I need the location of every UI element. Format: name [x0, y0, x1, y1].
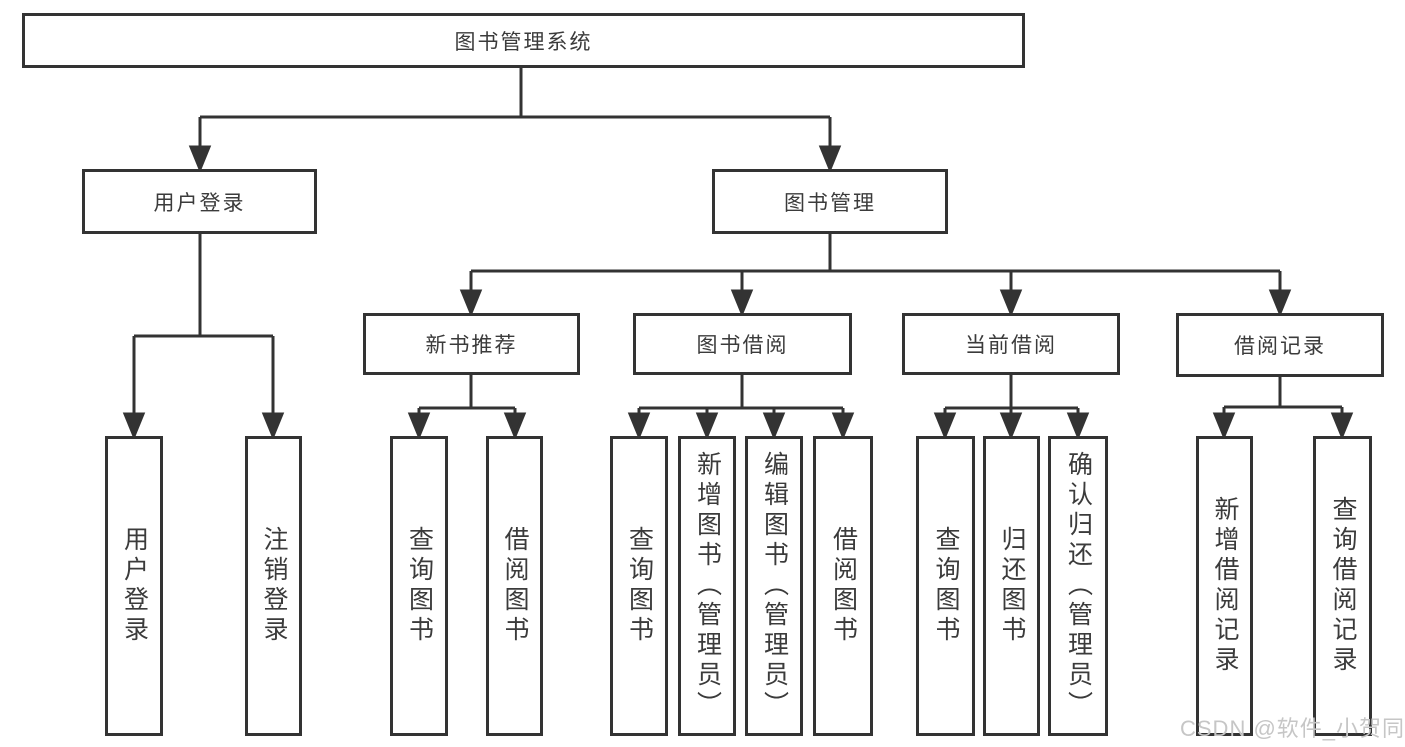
- node-label: 确认归还（管理员）: [1064, 451, 1093, 721]
- node-current-borrowing: 当前借阅: [902, 313, 1120, 375]
- node-label: 编辑图书（管理员）: [760, 451, 789, 721]
- csdn-watermark: CSDN @软件_小贺同学: [1180, 716, 1405, 741]
- leaf-query-books-1: 查询图书: [390, 436, 448, 736]
- connector-current-borrow-children: [933, 375, 1090, 440]
- node-label: 图书管理系统: [454, 30, 593, 54]
- leaf-logout: 注销登录: [245, 436, 302, 736]
- arrowhead-down-icon: [999, 412, 1023, 440]
- node-label: 图书借阅: [696, 334, 789, 357]
- arrowhead-down-icon: [1066, 412, 1090, 440]
- node-label: 查询借阅记录: [1329, 496, 1357, 676]
- leaf-confirm-return-admin: 确认归还（管理员）: [1048, 436, 1108, 736]
- node-label: 新书推荐: [425, 334, 518, 357]
- leaf-borrow-books-1: 借阅图书: [486, 436, 543, 736]
- node-label: 查询图书: [625, 526, 654, 646]
- arrowhead-down-icon: [1268, 289, 1292, 317]
- node-label: 注销登录: [260, 526, 288, 646]
- arrowhead-down-icon: [818, 145, 842, 173]
- arrowhead-down-icon: [1212, 412, 1236, 440]
- leaf-edit-book-admin: 编辑图书（管理员）: [745, 436, 803, 736]
- leaf-query-borrow-record: 查询借阅记录: [1313, 436, 1372, 736]
- leaf-add-book-admin: 新增图书（管理员）: [678, 436, 736, 736]
- leaf-return-books: 归还图书: [983, 436, 1040, 736]
- connector-user-login-children: [122, 234, 285, 440]
- node-label: 查询图书: [932, 526, 960, 646]
- connector-book-borrow-children: [627, 375, 855, 440]
- connector-root-to-level2: [188, 68, 842, 173]
- arrowhead-down-icon: [261, 412, 285, 440]
- arrowhead-down-icon: [730, 289, 754, 317]
- arrowhead-down-icon: [1330, 412, 1354, 440]
- node-book-borrowing: 图书借阅: [633, 313, 852, 375]
- node-label: 用户登录: [153, 191, 246, 215]
- node-library-system: 图书管理系统: [22, 13, 1025, 68]
- node-user-login: 用户登录: [82, 169, 317, 234]
- node-label: 新增借阅记录: [1211, 496, 1239, 676]
- leaf-query-books-2: 查询图书: [610, 436, 668, 736]
- connector-borrow-records-children: [1212, 377, 1354, 440]
- arrowhead-down-icon: [503, 412, 527, 440]
- arrowhead-down-icon: [188, 145, 212, 173]
- arrowhead-down-icon: [122, 412, 146, 440]
- node-label: 归还图书: [998, 526, 1026, 646]
- node-label: 查询图书: [405, 526, 434, 646]
- node-book-management: 图书管理: [712, 169, 948, 234]
- node-label: 用户登录: [120, 526, 149, 646]
- leaf-add-borrow-record: 新增借阅记录: [1196, 436, 1253, 736]
- arrowhead-down-icon: [627, 412, 651, 440]
- arrowhead-down-icon: [459, 289, 483, 317]
- node-label: 借阅记录: [1234, 335, 1326, 358]
- arrowhead-down-icon: [762, 412, 786, 440]
- node-label: 借阅图书: [829, 526, 858, 646]
- node-borrowing-records: 借阅记录: [1176, 313, 1384, 377]
- arrowhead-down-icon: [999, 289, 1023, 317]
- node-new-book-recommend: 新书推荐: [363, 313, 580, 375]
- leaf-user-login: 用户登录: [105, 436, 163, 736]
- arrowhead-down-icon: [831, 412, 855, 440]
- node-label: 图书管理: [784, 191, 876, 215]
- node-label: 新增图书（管理员）: [693, 451, 722, 721]
- leaf-query-books-3: 查询图书: [916, 436, 975, 736]
- leaf-borrow-books-2: 借阅图书: [813, 436, 873, 736]
- node-label: 借阅图书: [501, 526, 529, 646]
- arrowhead-down-icon: [407, 412, 431, 440]
- node-label: 当前借阅: [965, 334, 1057, 357]
- connector-book-mgmt-children: [459, 234, 1292, 317]
- connector-new-book-rec-children: [407, 375, 527, 440]
- arrowhead-down-icon: [695, 412, 719, 440]
- arrowhead-down-icon: [933, 412, 957, 440]
